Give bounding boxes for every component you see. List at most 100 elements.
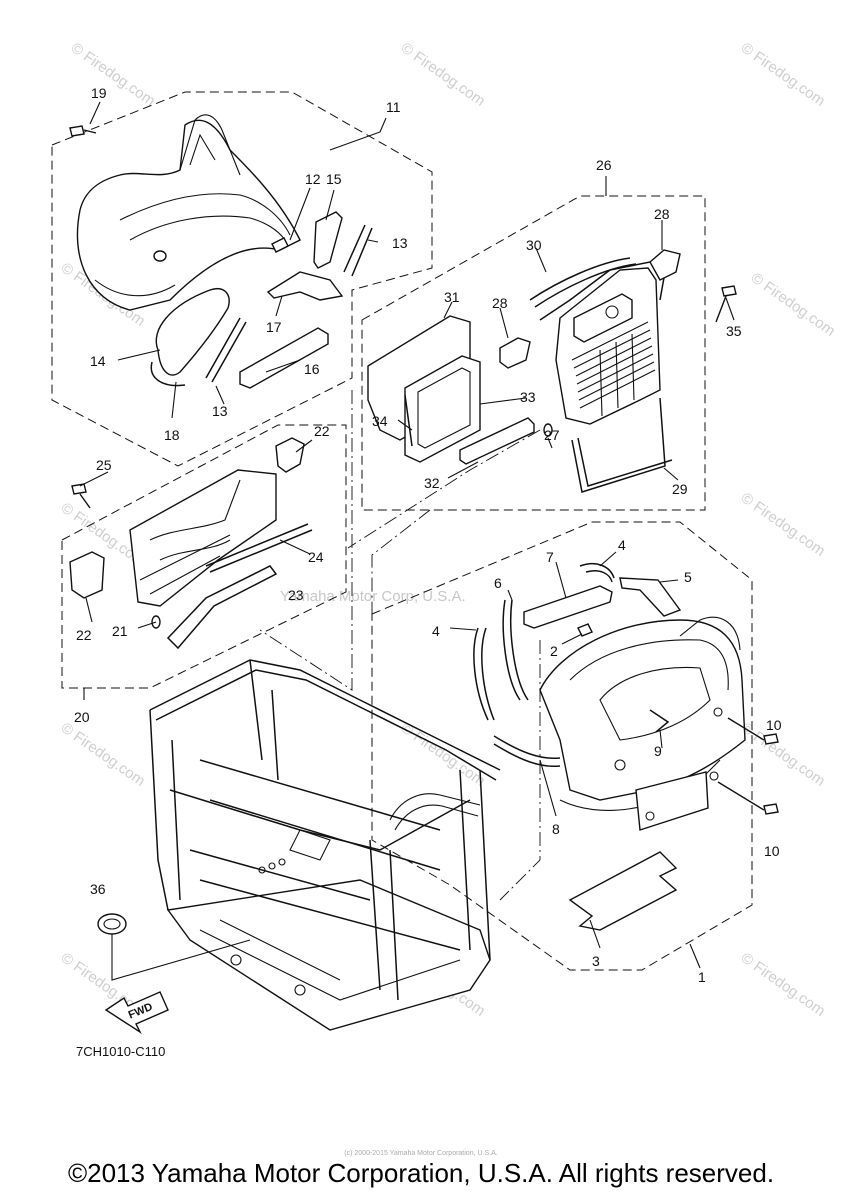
bar-7 [523, 585, 613, 629]
callout-29: 29 [672, 481, 688, 497]
watermark: © Firedog.com [398, 39, 489, 109]
callout-30: 30 [526, 237, 542, 253]
diagram-code: 7CH1010-C110 [76, 1044, 165, 1059]
callout-1: 1 [698, 969, 706, 985]
bumper-block-28b [499, 337, 531, 369]
block-22a [275, 437, 305, 473]
rear-cowl-hole [614, 759, 626, 771]
callout-36: 36 [90, 881, 106, 897]
rear-plate-hole [645, 811, 655, 821]
rear-cowl-handle [679, 616, 741, 651]
frame-upright-mid [249, 659, 279, 781]
callout-26: 26 [596, 157, 612, 173]
grommet-36-inner [103, 918, 121, 930]
frame-rail-mid [169, 789, 471, 851]
upper-cowl [76, 119, 301, 311]
callout-4: 4 [618, 537, 626, 553]
strip-23 [166, 565, 278, 650]
boundary-26 [361, 195, 706, 511]
watermark: © Firedog.com [398, 719, 489, 789]
bumper-block-28a [649, 249, 681, 281]
callout-3: 3 [592, 953, 600, 969]
frame-bracket [289, 829, 331, 861]
watermark: © Firedog.com [738, 489, 829, 559]
cowl-rim [119, 193, 291, 236]
chassis-frame [97, 659, 501, 1031]
cowl-hole [153, 250, 167, 262]
trim-strip-13 [205, 317, 247, 383]
rear-cowl-rim-inner [599, 666, 711, 741]
callout-13: 13 [392, 235, 408, 251]
clip-12 [271, 237, 289, 253]
trim-strip-18 [150, 361, 186, 387]
frame-33-inner [417, 367, 471, 449]
screw-10a [727, 717, 779, 745]
callout-17: 17 [266, 319, 282, 335]
boundary-11 [51, 91, 433, 467]
part-group-20 [69, 437, 313, 650]
emblem-logo [605, 305, 619, 319]
callout-21: 21 [112, 623, 128, 639]
callout-34: 34 [372, 413, 388, 429]
strip-34 [404, 394, 413, 447]
callout-27: 27 [544, 427, 560, 443]
callout-12: 12 [305, 171, 321, 187]
watermark: © Firedog.com [748, 269, 839, 339]
watermark: © Firedog.com [58, 719, 149, 789]
emblem-plate [573, 293, 633, 343]
callout-leaders [79, 101, 735, 969]
strip-6 [502, 599, 529, 701]
callout-10: 10 [766, 717, 782, 733]
callout-35: 35 [726, 323, 742, 339]
bracket-17 [266, 271, 344, 301]
yamaha-watermark: Yamaha Motor Corp, U.S.A. [280, 588, 466, 605]
screw-19 [69, 125, 97, 137]
assembly-boundaries [51, 91, 753, 971]
plate-3 [568, 851, 678, 931]
frame-upright-left [149, 709, 181, 911]
fwd-arrow-shape [104, 991, 169, 1034]
callout-32: 32 [424, 475, 440, 491]
leader-line [499, 640, 541, 901]
frame-hole [230, 954, 242, 966]
frame-floor-detail [199, 919, 461, 1001]
screw-35 [715, 285, 737, 323]
part-group-26 [367, 249, 737, 493]
strip-24 [205, 523, 313, 573]
callout-25: 25 [96, 457, 112, 473]
watermark: © Firedog.com [68, 39, 159, 109]
part-group-1 [473, 562, 779, 931]
callout-28: 28 [654, 206, 670, 222]
callout-33: 33 [520, 389, 536, 405]
clip-9 [649, 709, 670, 733]
bar-16 [239, 327, 329, 389]
bar-32 [459, 417, 535, 465]
callout-labels: 19 11 12 15 13 17 16 14 13 18 26 28 30 3… [74, 85, 782, 985]
callout-2: 2 [550, 643, 558, 659]
cowl-rim-inner [129, 215, 286, 241]
callout-7: 7 [546, 549, 554, 565]
callout-13: 13 [212, 403, 228, 419]
callout-6: 6 [494, 575, 502, 591]
grille-slats [571, 321, 656, 417]
part-group-11 [69, 114, 373, 389]
trim-strip-13b [343, 224, 373, 277]
boundary-1 [371, 521, 753, 971]
frame-bolt [268, 862, 276, 870]
callout-22: 22 [314, 423, 330, 439]
callout-31: 31 [444, 289, 460, 305]
strip-4b [473, 627, 495, 721]
leader-36 [111, 934, 251, 981]
frame-crossbar [189, 759, 461, 951]
callout-11: 11 [386, 99, 401, 115]
screw-25 [71, 483, 91, 509]
copyright-footer: ©2013 Yamaha Motor Corporation, U.S.A. A… [67, 1158, 775, 1188]
watermark: © Firedog.com [738, 719, 829, 789]
grille-assembly [555, 267, 661, 425]
clip-2 [577, 623, 593, 637]
handle-30 [529, 257, 637, 308]
dash-panel-detail2 [139, 534, 231, 595]
callout-10: 10 [764, 843, 780, 859]
cowl-lower-edge [94, 279, 176, 297]
frame-rollbar [389, 793, 481, 831]
